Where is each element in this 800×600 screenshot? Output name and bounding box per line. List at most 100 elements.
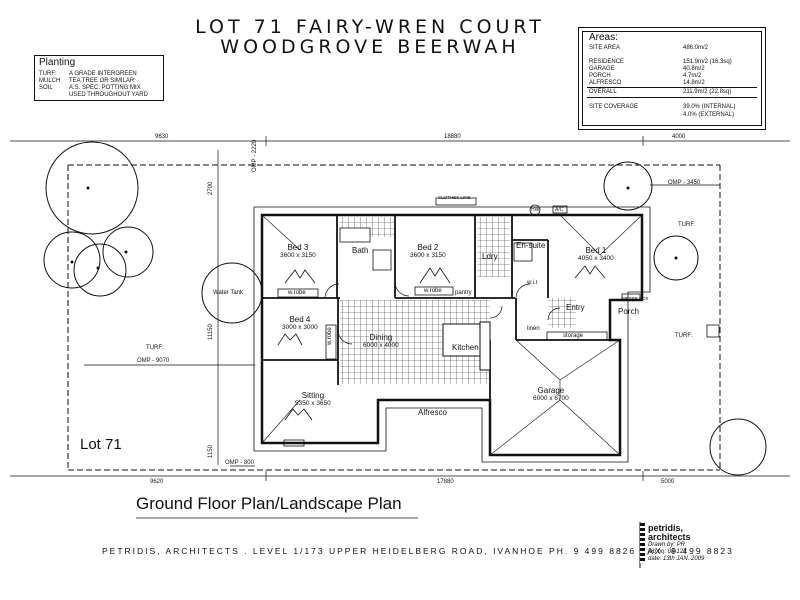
areas-row-value: 40.8m/2 xyxy=(683,66,705,72)
tiled-laundry xyxy=(477,217,510,277)
areas-row-value: 4.7m/2 xyxy=(683,73,702,79)
room-bed-2-dim: 3600 x 3150 xyxy=(410,252,446,259)
title-line-2: WOODGROVE BEERWAH xyxy=(220,36,520,58)
site-area-label: SITE AREA xyxy=(589,45,621,51)
wrobe-bed4 xyxy=(325,324,337,360)
door-swings xyxy=(324,281,561,345)
room-bed-4-name: Bed 4 xyxy=(289,315,311,324)
dim-bottom-mid: 17880 xyxy=(437,479,454,485)
areas-row-label: RESIDENCE xyxy=(589,59,625,65)
shower xyxy=(372,249,392,271)
label-wir: w.i.r xyxy=(527,280,538,286)
planting-row: TURF:A GRADE INTERGREEN xyxy=(39,71,148,78)
wrobe-bed2 xyxy=(414,286,454,296)
dim-side-11150: 11150 xyxy=(208,324,214,340)
logo-job-no: job no: 08-127 xyxy=(648,549,687,555)
label-wrobe-bed2: w.robe xyxy=(424,288,442,294)
areas-row-label: ALFRESCO xyxy=(589,80,622,86)
logo-drawn-by: Drawn by: PR xyxy=(648,542,686,548)
planting-row-label: TURF: xyxy=(39,71,57,77)
architect-logo: petridis, architects Drawn by: PR job no… xyxy=(640,523,732,568)
site-area-value: 486.0m/2 xyxy=(683,45,709,51)
room-kitchen-name: Kitchen xyxy=(452,343,479,352)
dim-top-right: 4000 xyxy=(672,134,686,140)
hip-lines xyxy=(261,214,643,456)
areas-row-label: GARAGE xyxy=(589,66,615,72)
room-bath-name: Bath xyxy=(352,246,369,255)
label-pantry: pantry xyxy=(455,290,472,296)
tiled-entry xyxy=(548,298,576,328)
logo-mark-icon xyxy=(640,523,645,563)
room-garage-name: Garage xyxy=(537,386,565,395)
storage-shape xyxy=(546,331,608,341)
planting-row-value: USED THROUGHOUT YARD xyxy=(69,92,148,98)
house-outline-outer xyxy=(253,206,651,463)
areas-row: ALFRESCO 14.8m/2 xyxy=(589,80,732,87)
overall-rule xyxy=(587,87,757,88)
room-garage: Garage 6000 x 6700 xyxy=(533,386,569,402)
small-box-right xyxy=(706,324,720,338)
dim-side-2700: 2700 xyxy=(208,181,214,195)
dim-top-left: 9630 xyxy=(155,134,169,140)
planting-row-label: SOIL xyxy=(39,85,53,91)
coverage-internal: 39.0% (INTERNAL) xyxy=(683,104,736,110)
overall-label: OVERALL xyxy=(589,89,617,95)
room-laundry-name: Ldry xyxy=(482,252,498,261)
room-bed-4: Bed 4 3000 x 3000 xyxy=(282,315,318,331)
room-porch: Porch xyxy=(618,307,639,316)
room-porch-name: Porch xyxy=(618,307,639,316)
room-bed-2: Bed 2 3600 x 3150 xyxy=(410,243,446,259)
footer-address: PETRIDIS, ARCHITECTS . LEVEL 1/173 UPPER… xyxy=(102,546,734,556)
lot-label: Lot 71 xyxy=(80,436,122,453)
kitchen-island xyxy=(479,321,491,371)
dim-omp-left: OMP - 9070 xyxy=(137,358,170,364)
planting-row: USED THROUGHOUT YARD xyxy=(39,92,148,99)
site-boundary xyxy=(67,164,721,471)
dim-bottom-right: 5000 xyxy=(661,479,675,485)
room-sitting: Sitting 5350 x 3650 xyxy=(295,391,331,407)
room-bed-3-dim: 3600 x 3150 xyxy=(280,252,316,259)
room-kitchen: Kitchen xyxy=(452,343,479,352)
room-bed-3: Bed 3 3600 x 3150 xyxy=(280,243,316,259)
areas-heading: Areas: xyxy=(589,32,618,43)
small-box-bottom xyxy=(283,439,305,447)
tree-outlines xyxy=(43,141,767,476)
room-sitting-name: Sitting xyxy=(301,391,325,400)
room-bath: Bath xyxy=(352,246,368,255)
room-sitting-dim: 5350 x 3650 xyxy=(295,400,331,407)
room-bed-1-name: Bed 1 xyxy=(585,246,607,255)
areas-row-value: 151.9m/2 (16.3sq) xyxy=(683,59,732,65)
logo-date: date: 13th JAN. 2009 xyxy=(648,556,705,562)
areas-row-value: 14.8m/2 xyxy=(683,80,705,86)
label-turf-right-bottom: TURF: xyxy=(675,333,693,339)
bed-symbols xyxy=(277,265,606,421)
ensuite-shower xyxy=(513,242,533,262)
areas-table: Areas: SITE AREA 486.0m/2 RESIDENCE 151.9… xyxy=(578,27,766,130)
logo-name-2: architects xyxy=(648,532,691,542)
meter-box-shape xyxy=(621,293,641,301)
room-bed-1: Bed 1 4050 x 3400 xyxy=(578,246,614,262)
title-line-1: LOT 71 FAIRY-WREN COURT xyxy=(195,16,545,38)
room-ensuite-name: En-suite xyxy=(516,241,546,250)
room-alfresco: Alfresco xyxy=(418,408,447,417)
planting-row-label: MULCH xyxy=(39,78,61,84)
label-hw: HW xyxy=(531,207,540,213)
areas-row: GARAGE 40.8m/2 xyxy=(589,66,732,73)
dim-bottom-left: 9620 xyxy=(150,479,164,485)
room-entry-name: Entry xyxy=(566,303,585,312)
kitchen-bench xyxy=(442,323,482,357)
dimension-lines xyxy=(10,136,790,481)
room-dining: Dining 6000 x 4000 xyxy=(363,333,399,349)
overall-value: 211.9m/2 (22.8sq) xyxy=(683,89,732,95)
bathtub xyxy=(339,227,371,243)
plan-title: Ground Floor Plan/Landscape Plan xyxy=(136,494,402,513)
clothes-line-shape xyxy=(435,197,477,206)
areas-inner-border xyxy=(582,31,762,126)
room-bed-2-name: Bed 2 xyxy=(417,243,439,252)
